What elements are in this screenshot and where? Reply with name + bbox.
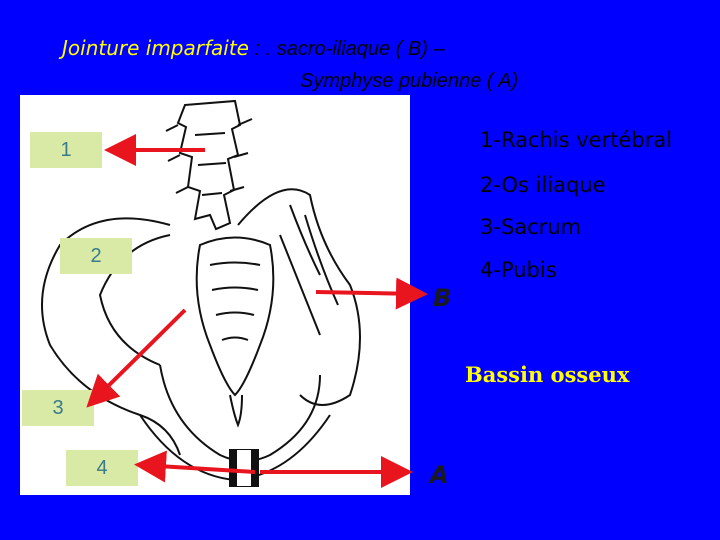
label-box-4: 4 — [66, 450, 138, 486]
legend-item-os-iliaque: 2-Os iliaque — [480, 173, 606, 197]
arrow-to-letter-b — [315, 277, 428, 310]
letter-a: A — [430, 461, 449, 489]
arrow-to-box-4 — [134, 450, 256, 483]
slide-title-line-2: Symphyse pubienne ( A) — [300, 68, 518, 93]
label-box-1: 1 — [30, 132, 102, 168]
legend-item-pubis: 4-Pubis — [480, 258, 557, 282]
pelvis-drawing — [41, 99, 361, 487]
title-emphasis: Jointure imparfaite — [62, 36, 249, 60]
figure-caption: Bassin osseux — [465, 362, 630, 387]
slide-title-line-1: Jointure imparfaite : . sacro-iliaque ( … — [62, 36, 445, 61]
letter-b: B — [433, 284, 452, 312]
title-rest-line-2: Symphyse pubienne ( A) — [300, 70, 519, 92]
legend-item-rachis: 1-Rachis vertébral — [480, 128, 673, 152]
legend-item-sacrum: 3-Sacrum — [480, 215, 582, 239]
label-box-3: 3 — [22, 390, 94, 426]
arrow-to-box-3 — [86, 308, 187, 408]
label-box-2: 2 — [60, 238, 132, 274]
title-rest-line-1: : . sacro-iliaque ( B) – — [248, 38, 445, 60]
